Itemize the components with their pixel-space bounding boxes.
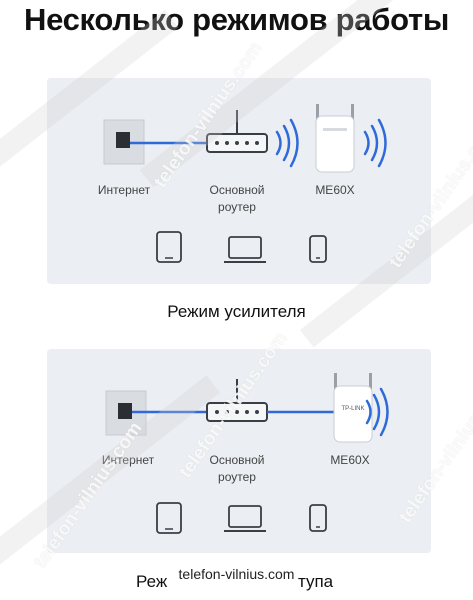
tablet-icon bbox=[156, 502, 182, 534]
access-point-mode-panel bbox=[47, 349, 431, 553]
internet-label: Интернет bbox=[97, 183, 151, 197]
me60x-extender-icon: TP-LINK bbox=[333, 373, 373, 443]
me60x-extender-icon bbox=[315, 104, 355, 173]
wifi-signal-icon bbox=[365, 387, 389, 437]
main-router-label: Основной роутер bbox=[209, 453, 265, 484]
laptop-icon bbox=[224, 505, 266, 532]
device-label: ME60X bbox=[330, 453, 370, 467]
smartphone-icon bbox=[309, 235, 327, 263]
router-icon bbox=[206, 110, 268, 153]
extender-mode-panel bbox=[47, 78, 431, 284]
page-headline: Несколько режимов работы bbox=[23, 2, 449, 37]
smartphone-icon bbox=[309, 504, 327, 532]
device-brand-text: TP-LINK bbox=[341, 406, 364, 412]
laptop-icon bbox=[224, 236, 266, 263]
mode-label-access-point-start: Реж bbox=[136, 572, 168, 591]
wifi-signal-icon bbox=[363, 118, 387, 168]
tablet-icon bbox=[156, 231, 182, 263]
internet-label: Интернет bbox=[101, 453, 155, 467]
device-label: ME60X bbox=[315, 183, 355, 197]
main-router-label: Основной роутер bbox=[209, 183, 265, 214]
router-icon bbox=[206, 379, 268, 422]
mode-label-extender: Режим усилителя bbox=[167, 302, 306, 321]
mode-label-access-point-end: тупа bbox=[298, 572, 334, 591]
wifi-signal-icon bbox=[275, 118, 299, 168]
